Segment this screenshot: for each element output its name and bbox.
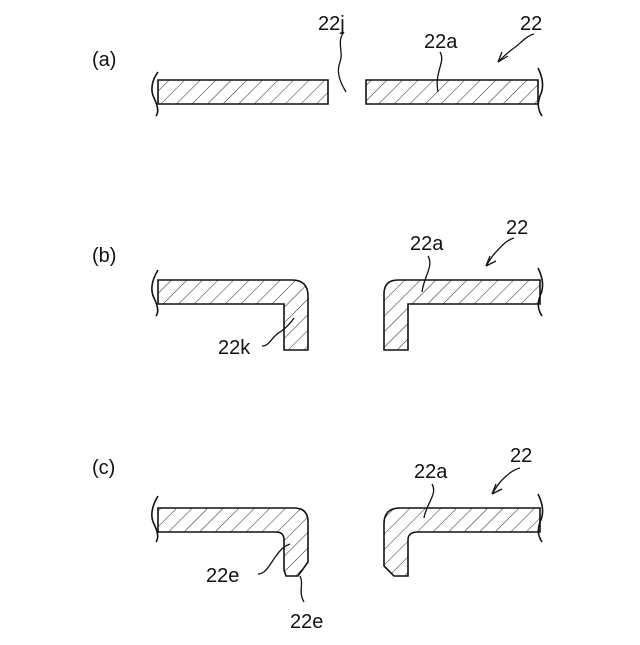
panel-a-gap-leader	[338, 32, 346, 92]
panel-c: (c) 22e 22e 22a 22	[92, 445, 542, 633]
panel-b-assembly-leader	[486, 238, 514, 266]
panel-a-left-break	[152, 72, 158, 116]
panel-c-left-break	[152, 496, 158, 542]
panel-c-edge-lower-leader	[300, 576, 304, 602]
panel-c-edge-upper-label: 22e	[206, 565, 239, 587]
panel-b-label: (b)	[92, 245, 116, 267]
panel-b-assembly-label: 22	[506, 217, 528, 239]
panel-c-edge-lower-label: 22e	[290, 611, 323, 633]
panel-a-right-plate	[366, 80, 538, 104]
panel-a: (a) 22j 22a 22	[92, 13, 542, 116]
panel-c-assembly-leader	[492, 468, 520, 494]
panel-a-gap-label: 22j	[318, 13, 345, 35]
panel-a-part-label: 22a	[424, 31, 458, 53]
panel-a-assembly-leader	[498, 34, 534, 62]
panel-a-label: (a)	[92, 49, 116, 71]
panel-a-assembly-label: 22	[520, 13, 542, 35]
panel-b-right-plate	[384, 280, 540, 350]
panel-b-part-label: 22a	[410, 233, 444, 255]
panel-b: (b) 22k 22a 22	[92, 217, 542, 359]
panel-c-right-plate	[384, 508, 540, 576]
panel-c-label: (c)	[92, 457, 115, 479]
panel-c-part-label: 22a	[414, 461, 448, 483]
panel-b-flange-label: 22k	[218, 337, 251, 359]
panel-a-left-plate	[158, 80, 328, 104]
panel-b-left-break	[152, 270, 158, 316]
panel-c-assembly-label: 22	[510, 445, 532, 467]
